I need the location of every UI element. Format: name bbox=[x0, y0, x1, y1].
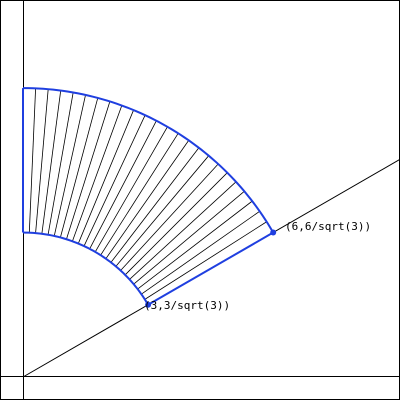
point-label-inner: (3,3/sqrt(3)) bbox=[144, 299, 230, 312]
radial-line bbox=[72, 105, 123, 242]
radial-line bbox=[28, 88, 37, 233]
inner-arc bbox=[22, 231, 149, 306]
radial-line bbox=[53, 94, 86, 237]
radial-line bbox=[129, 181, 237, 280]
outer-arc bbox=[22, 87, 275, 234]
radial-line bbox=[100, 133, 179, 256]
radial-line bbox=[124, 172, 228, 276]
radial-line bbox=[47, 92, 74, 235]
radial-line bbox=[137, 200, 253, 290]
point-marker-outer bbox=[270, 229, 277, 236]
radial-line bbox=[83, 114, 146, 247]
radial-line bbox=[110, 147, 200, 263]
radial-line bbox=[41, 90, 62, 234]
radial-line bbox=[66, 101, 111, 240]
radial-line bbox=[89, 120, 157, 250]
radial-line bbox=[35, 89, 49, 234]
radial-line bbox=[133, 190, 245, 285]
radial-line bbox=[115, 155, 210, 267]
radial-line bbox=[141, 210, 260, 295]
point-marker-inner bbox=[145, 301, 152, 308]
radial-line bbox=[94, 126, 168, 253]
point-label-outer: (6,6/sqrt(3)) bbox=[285, 220, 371, 233]
radial-line bbox=[120, 163, 219, 271]
radial-line bbox=[105, 140, 190, 259]
radial-line bbox=[144, 221, 267, 300]
bottom-boundary-edge bbox=[147, 231, 274, 306]
radial-line bbox=[60, 97, 99, 238]
radial-lines bbox=[22, 88, 274, 306]
radial-line bbox=[77, 109, 134, 244]
